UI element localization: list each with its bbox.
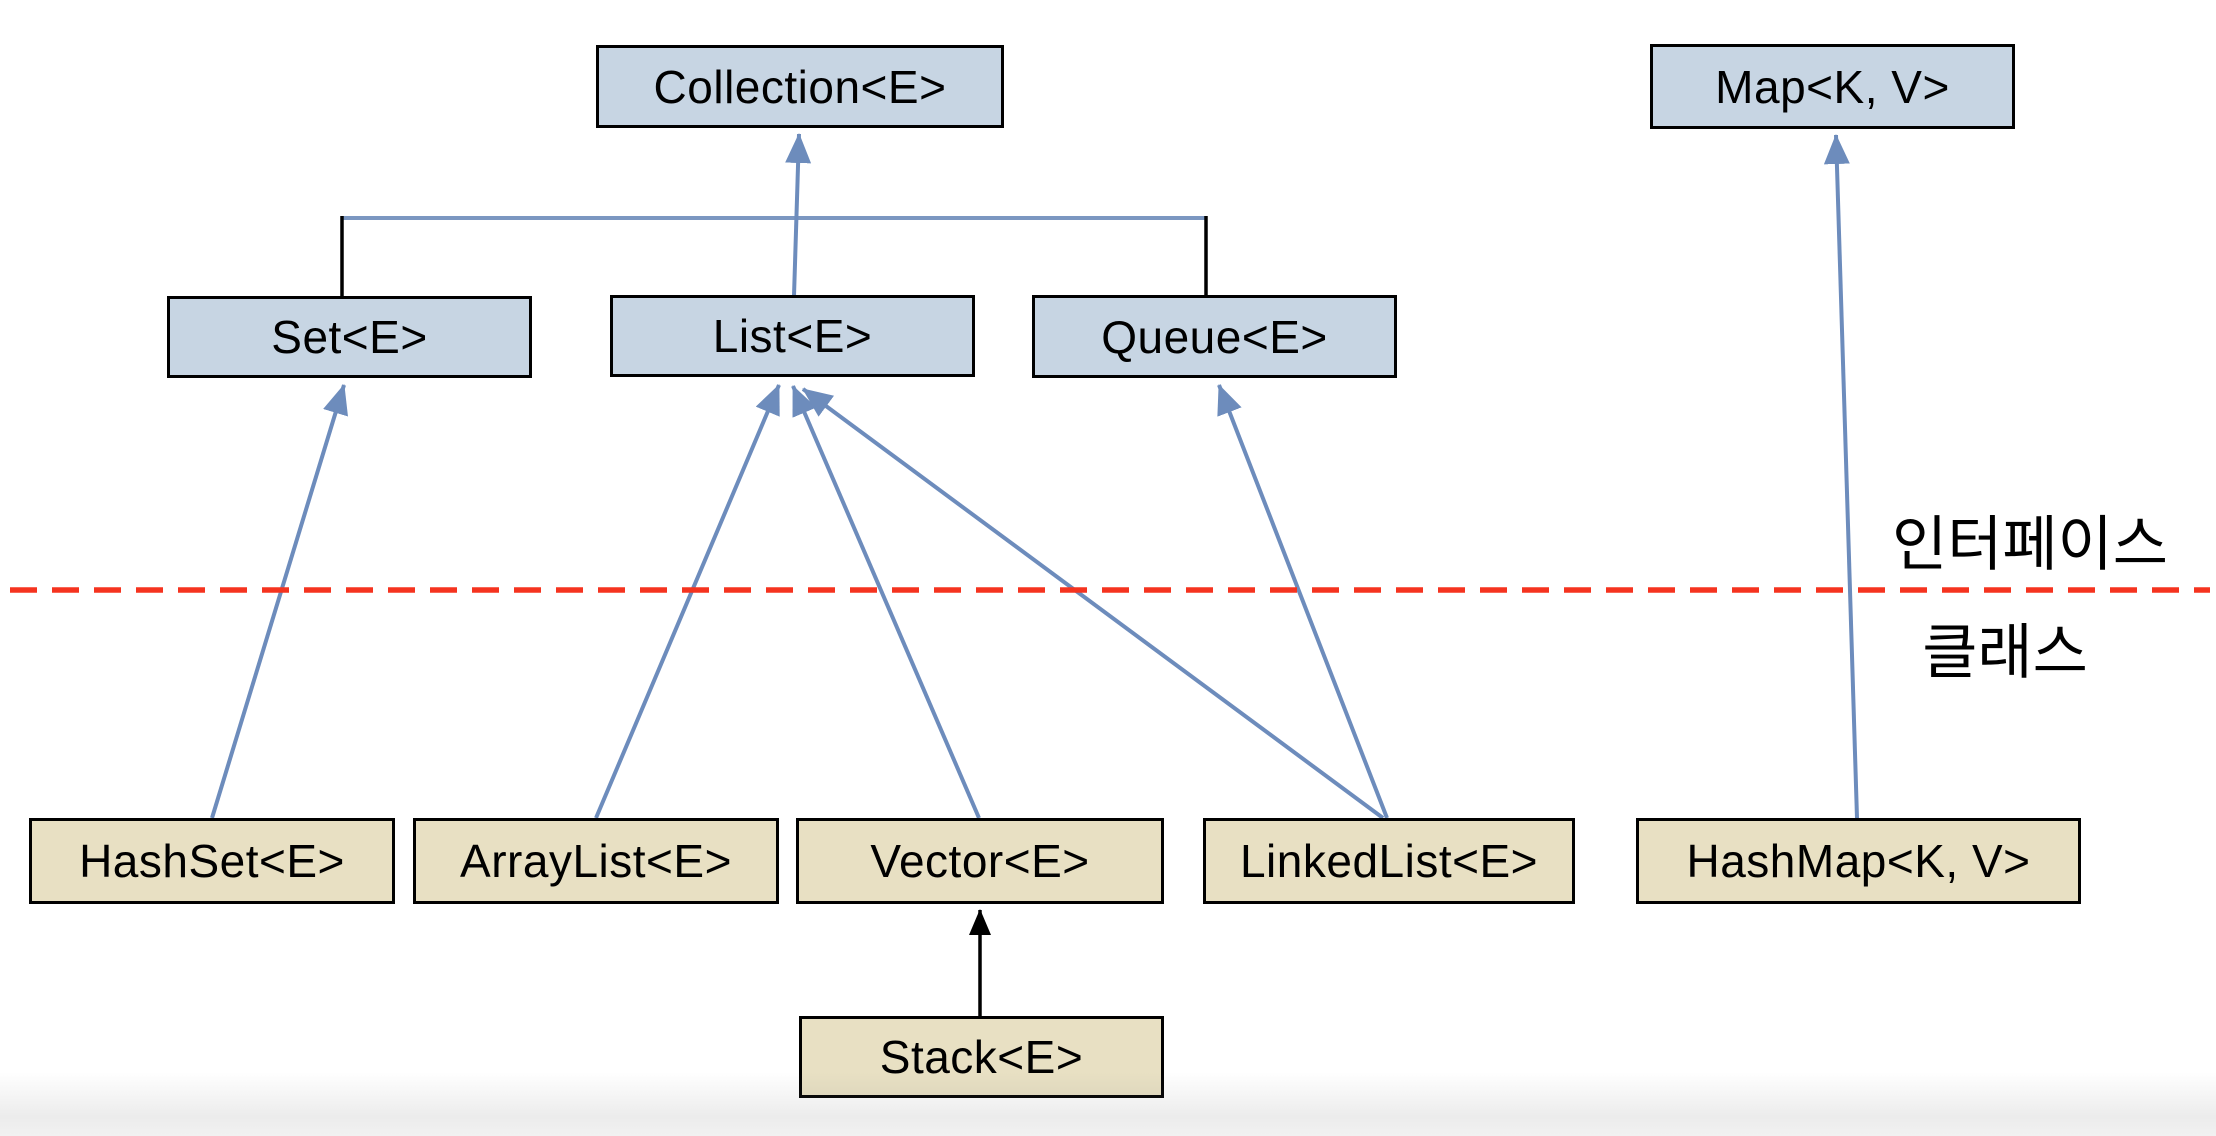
node-linkedlist: LinkedList<E> — [1203, 818, 1575, 904]
node-hashmap: HashMap<K, V> — [1636, 818, 2081, 904]
node-hashmap-label: HashMap<K, V> — [1686, 835, 2031, 887]
node-queue: Queue<E> — [1032, 295, 1397, 378]
node-collection: Collection<E> — [596, 45, 1004, 128]
node-hashset: HashSet<E> — [29, 818, 395, 904]
node-stack: Stack<E> — [799, 1016, 1164, 1098]
edge-hashmap-to-map — [1823, 134, 1859, 819]
node-map-label: Map<K, V> — [1715, 60, 1950, 113]
edge-list-to-collection — [785, 133, 812, 297]
node-stack-label: Stack<E> — [879, 1031, 1084, 1083]
node-arraylist: ArrayList<E> — [413, 818, 779, 904]
edge-linkedlist-to-queue — [1217, 384, 1389, 819]
edge-hashset-to-set — [210, 384, 348, 819]
node-list: List<E> — [610, 295, 975, 377]
node-vector-label: Vector<E> — [870, 835, 1090, 887]
label-interface-zone: 인터페이스 — [1892, 511, 2168, 578]
node-set-label: Set<E> — [271, 311, 428, 363]
node-vector: Vector<E> — [796, 818, 1164, 904]
node-list-label: List<E> — [712, 310, 873, 362]
edge-linkedlist-to-list — [801, 387, 1385, 820]
node-collection-label: Collection<E> — [653, 60, 947, 113]
edge-vector-to-list — [791, 385, 981, 819]
edge-arraylist-to-list — [594, 384, 781, 819]
node-arraylist-label: ArrayList<E> — [460, 835, 732, 887]
label-class-zone: 클래스 — [1922, 619, 2088, 686]
node-linkedlist-label: LinkedList<E> — [1239, 835, 1539, 887]
node-queue-label: Queue<E> — [1101, 310, 1328, 363]
node-map: Map<K, V> — [1650, 44, 2015, 129]
node-set: Set<E> — [167, 296, 532, 378]
node-hashset-label: HashSet<E> — [79, 835, 345, 887]
